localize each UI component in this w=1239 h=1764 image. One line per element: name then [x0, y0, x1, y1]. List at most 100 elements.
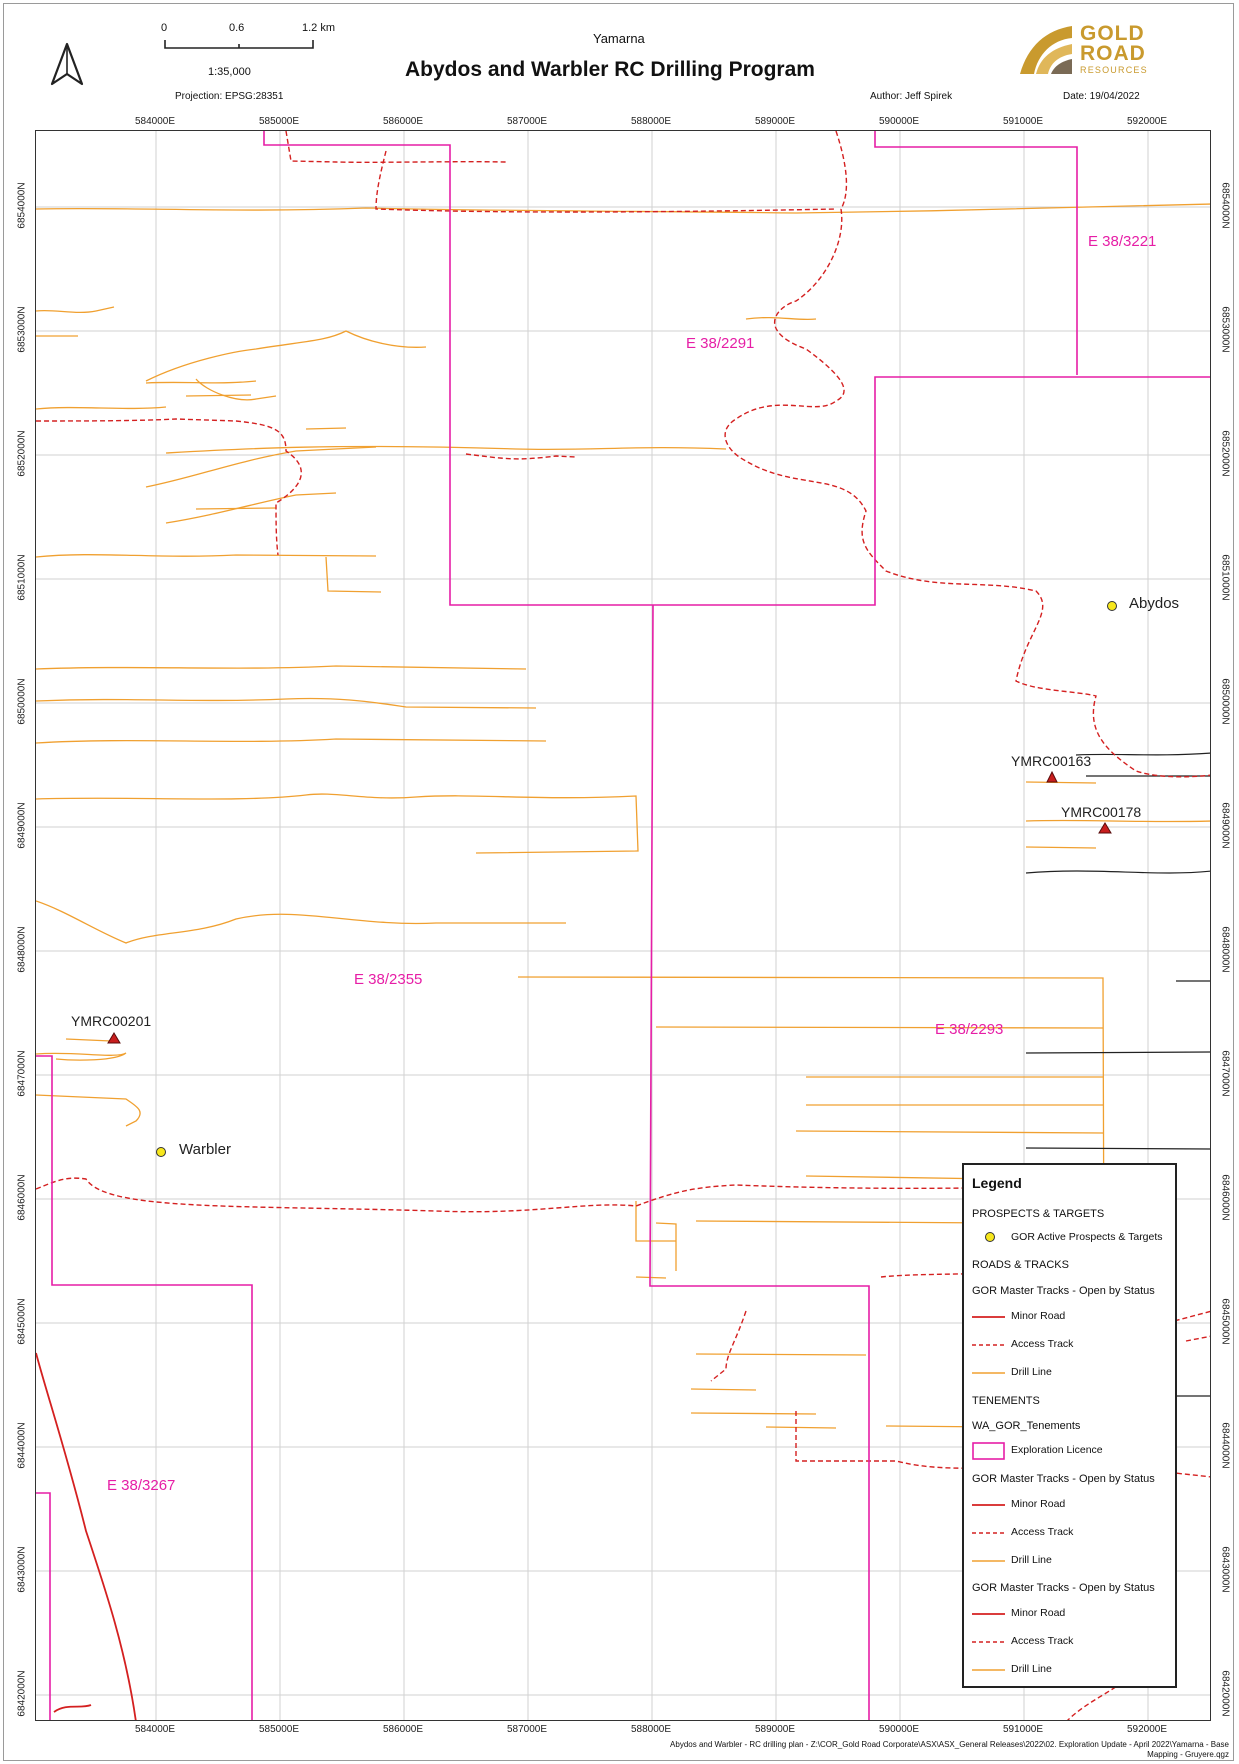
exploration-licence-symbol: [972, 1442, 1005, 1460]
author-label: Author: Jeff Spirek: [870, 91, 953, 102]
easting-label: 591000E: [1002, 1724, 1044, 1735]
black-track: [1025, 1051, 1210, 1054]
easting-label: 585000E: [258, 1724, 300, 1735]
easting-label: 589000E: [754, 116, 796, 127]
legend-exploration-licence-label: Exploration Licence: [1011, 1444, 1103, 1456]
drill-line: [36, 793, 639, 854]
northing-label: 6848000N: [1219, 926, 1231, 973]
drill-line: [165, 445, 727, 454]
minor-road-symbol: [972, 1608, 1005, 1618]
drill-line: [36, 900, 566, 944]
scale-ratio: 1:35,000: [208, 66, 251, 78]
northing-label: 6842000N: [1219, 1670, 1231, 1717]
drill-line: [36, 1094, 141, 1127]
access-track-symbol: [972, 1636, 1005, 1646]
access-track: [1185, 1335, 1210, 1342]
drill-line: [65, 1038, 112, 1042]
tenement-E-38-3221: [874, 131, 1078, 375]
legend-access-track-label: Access Track: [1011, 1526, 1074, 1538]
easting-label: 592000E: [1126, 1724, 1168, 1735]
drill-line: [36, 665, 527, 670]
drill-line: [795, 1130, 1104, 1134]
map-svg: [36, 131, 1210, 1720]
easting-label: 588000E: [630, 1724, 672, 1735]
legend-minor-road-label: Minor Road: [1011, 1310, 1066, 1322]
drill-line: [690, 1388, 757, 1391]
access-track: [375, 150, 837, 213]
northing-label: 6844000N: [16, 1422, 28, 1469]
access-track: [710, 1310, 747, 1382]
northing-label: 6843000N: [1219, 1546, 1231, 1593]
easting-label: 584000E: [134, 116, 176, 127]
easting-label: 589000E: [754, 1724, 796, 1735]
minor-road-symbol: [972, 1499, 1005, 1509]
access-track: [36, 1177, 1037, 1213]
drill-line: [325, 556, 382, 593]
drill-line: [36, 203, 1210, 214]
drillhole-ymrc00201-marker: [107, 1032, 121, 1044]
legend-subheading-tracks-2: GOR Master Tracks - Open by Status: [972, 1473, 1155, 1485]
northing-label: 6853000N: [16, 306, 28, 353]
drill-lines: [36, 203, 1210, 1429]
legend-heading-tenements: TENEMENTS: [972, 1395, 1040, 1407]
easting-label: 585000E: [258, 116, 300, 127]
northing-label: 6852000N: [1219, 430, 1231, 477]
legend-minor-road-label: Minor Road: [1011, 1607, 1066, 1619]
access-track-symbol: [972, 1339, 1005, 1349]
easting-label: 587000E: [506, 1724, 548, 1735]
northing-label: 6848000N: [16, 926, 28, 973]
easting-label: 587000E: [506, 116, 548, 127]
north-arrow-icon: [48, 42, 86, 88]
drill-line: [635, 1201, 676, 1242]
legend-access-track-label: Access Track: [1011, 1338, 1074, 1350]
northing-label: 6853000N: [1219, 306, 1231, 353]
gold-road-logo: GOLD ROAD RESOURCES: [1018, 22, 1168, 80]
footer-path-line1: Abydos and Warbler - RC drilling plan - …: [670, 1740, 1229, 1749]
scale-tick-0: 0: [161, 22, 168, 34]
legend-panel: Legend PROSPECTS & TARGETS GOR Active Pr…: [962, 1163, 1177, 1688]
drill-line: [36, 306, 115, 314]
northing-label: 6854000N: [16, 182, 28, 229]
northing-label: 6851000N: [1219, 554, 1231, 601]
scale-tick-end: 1.2 km: [302, 22, 336, 34]
black-track: [1025, 1147, 1210, 1150]
northing-label: 6849000N: [1219, 802, 1231, 849]
easting-label: 591000E: [1002, 116, 1044, 127]
legend-prospect-label: GOR Active Prospects & Targets: [1011, 1231, 1163, 1243]
drill-line: [36, 554, 377, 558]
easting-label: 588000E: [630, 116, 672, 127]
northing-label: 6852000N: [16, 430, 28, 477]
prospect-label-warbler: Warbler: [179, 1141, 231, 1158]
drill-line: [635, 1276, 667, 1279]
legend-drill-line-label: Drill Line: [1011, 1554, 1052, 1566]
drill-line: [145, 446, 377, 488]
tenement-E-38-2291: [263, 131, 1210, 606]
access-track: [1135, 1310, 1210, 1332]
legend-heading-prospects: PROSPECTS & TARGETS: [972, 1208, 1105, 1220]
easting-label: 592000E: [1126, 116, 1168, 127]
prospect-label-abydos: Abydos: [1129, 595, 1180, 612]
minor-road-symbol: [972, 1311, 1005, 1321]
prospect-warbler-marker: [156, 1147, 166, 1157]
black-track: [1025, 870, 1210, 874]
access-track: [724, 131, 1210, 778]
drill-line: [305, 427, 347, 430]
drill-line: [36, 738, 547, 744]
drillhole-label-ymrc00178: YMRC00178: [1061, 804, 1142, 820]
drill-line: [145, 330, 427, 382]
access-track: [36, 418, 302, 556]
tenement-label-E-38-2293: E 38/2293: [935, 1021, 1004, 1038]
easting-label: 590000E: [878, 1724, 920, 1735]
drillhole-markers: [107, 770, 1112, 1044]
drill-line: [1025, 781, 1097, 784]
northing-label: 6845000N: [1219, 1298, 1231, 1345]
easting-label: 590000E: [878, 116, 920, 127]
legend-drill-line-label: Drill Line: [1011, 1663, 1052, 1675]
drill-line: [195, 507, 277, 510]
easting-label: 586000E: [382, 1724, 424, 1735]
drill-line: [695, 1220, 997, 1224]
northing-label: 6845000N: [16, 1298, 28, 1345]
northing-label: 6854000N: [1219, 182, 1231, 229]
prospect-abydos-marker: [1107, 601, 1117, 611]
access-track: [1067, 1670, 1137, 1720]
